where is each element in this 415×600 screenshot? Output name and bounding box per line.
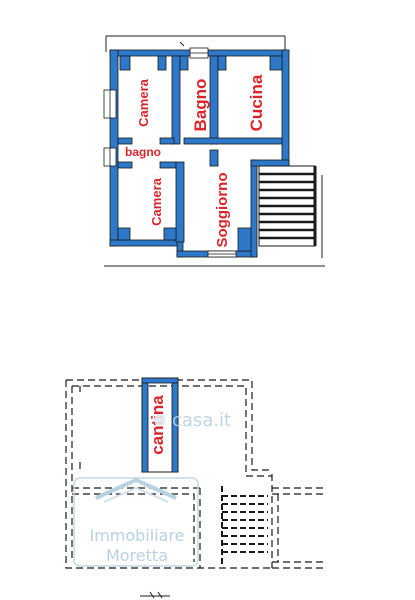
room-label-bagno: Bagno [191, 79, 210, 132]
casa-it-watermark: casa.it [154, 410, 231, 431]
watermark-line2: Moretta [106, 546, 168, 565]
upper-dimension-lines [104, 35, 325, 267]
cantina-room [141, 377, 179, 473]
watermark-site: casa.it [172, 410, 231, 431]
room-label-bagno-small: bagno [125, 145, 161, 159]
location-pin-icon [154, 414, 166, 426]
upper-floor-plan: Camera Bagno Cucina bagno Camera Soggior… [103, 35, 325, 267]
watermark-line1: Immobiliare [89, 526, 184, 545]
room-label-soggiorno: Soggiorno [214, 173, 231, 248]
upper-interior-walls [117, 55, 283, 252]
lower-bottom-marks [140, 591, 170, 599]
upper-staircase [258, 165, 317, 247]
room-label-camera-2: Camera [149, 177, 164, 225]
house-roof-icon [95, 478, 177, 500]
room-label-camera-1: Camera [136, 78, 151, 126]
lower-staircase [221, 486, 268, 566]
immobiliare-moretta-watermark: Immobiliare Moretta [73, 477, 199, 567]
upper-windows [103, 47, 237, 258]
room-label-cucina: Cucina [247, 74, 266, 131]
